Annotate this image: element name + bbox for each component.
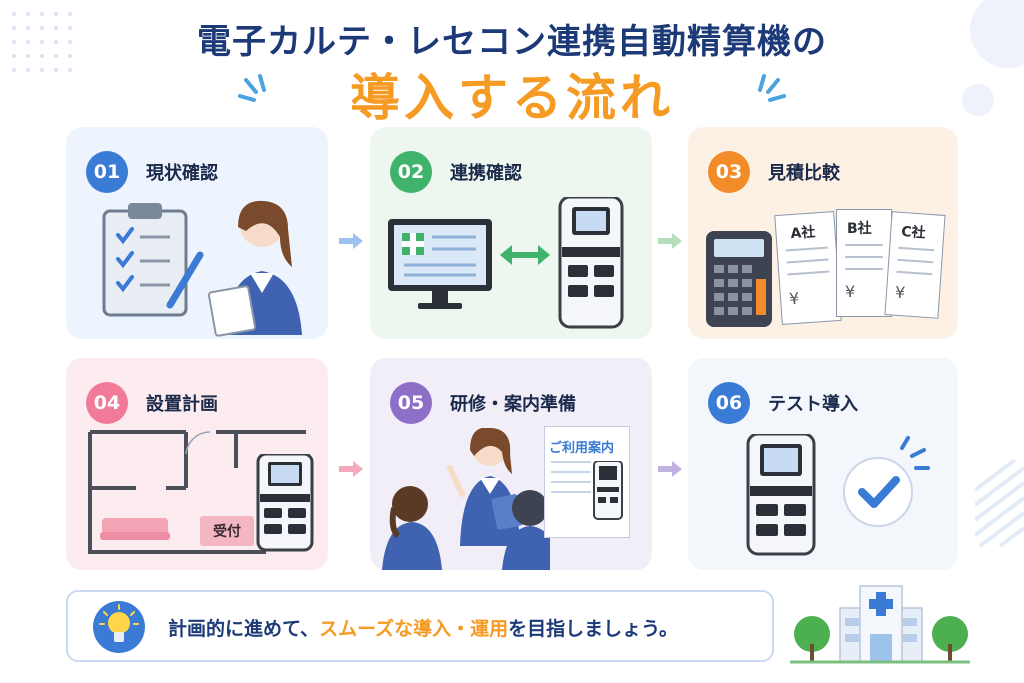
page-subtitle: 導入する流れ <box>350 69 674 127</box>
quote-company-label: B社 <box>847 221 872 237</box>
sparkle-right-icon <box>758 74 786 102</box>
step-title-01: 現状確認 <box>146 163 218 184</box>
step-title-06: テスト導入 <box>768 394 858 415</box>
quote-company-label: C社 <box>900 223 927 242</box>
arrow-right-icon <box>339 461 363 477</box>
hospital-illustration <box>790 585 970 664</box>
yen-mark: ¥ <box>894 282 906 303</box>
bottom-message: 計画的に進めて、スムーズな導入・運用を目指しましょう。 <box>168 614 678 641</box>
step-title-02: 連携確認 <box>450 163 522 184</box>
decorative-stripes <box>975 460 1024 548</box>
step-title-03: 見積比較 <box>768 163 840 184</box>
arrow-right-icon <box>658 233 682 249</box>
bottom-message-bar: 計画的に進めて、スムーズな導入・運用を目指しましょう。 <box>66 590 774 662</box>
step-number-02: 02 <box>390 151 432 193</box>
checkmark-icon <box>843 436 930 527</box>
step-card-03: 03 見積比較 A社 ¥ B社 ¥ C社 ¥ <box>688 127 958 339</box>
monitor-kiosk-sync-illustration <box>388 197 624 329</box>
step-card-04: 04 設置計画 受付 <box>66 358 328 570</box>
step-number-03: 03 <box>708 151 750 193</box>
quote-sheet-a: A社 ¥ <box>774 211 842 325</box>
step-number-01: 01 <box>86 151 128 193</box>
step-card-02: 02 連携確認 <box>370 127 652 339</box>
message-part2: を目指しましょう。 <box>508 618 678 640</box>
page-title: 電子カルテ・レセコン連携自動精算機の <box>197 22 827 62</box>
step-number-06: 06 <box>708 382 750 424</box>
arrow-right-icon <box>658 461 682 477</box>
floor-plan-illustration <box>88 430 306 554</box>
lightbulb-icon <box>93 601 145 653</box>
step-card-01: 01 現状確認 <box>66 127 328 339</box>
step-number-05: 05 <box>390 382 432 424</box>
message-highlight: スムーズな導入・運用 <box>319 618 509 640</box>
training-session-illustration <box>382 428 550 570</box>
decorative-dots <box>12 12 72 72</box>
guide-poster: ご利用案内 <box>544 426 630 538</box>
sparkle-left-icon <box>238 74 266 102</box>
guide-poster-title: ご利用案内 <box>549 441 615 456</box>
step-number-04: 04 <box>86 382 128 424</box>
message-part1: 計画的に進めて、 <box>168 618 320 640</box>
reception-label: 受付 <box>213 524 241 540</box>
step-card-05: 05 研修・案内準備 ご利用案内 <box>370 358 652 570</box>
quote-company-label: A社 <box>790 224 816 243</box>
step-title-04: 設置計画 <box>146 394 218 415</box>
quote-sheet-b: B社 ¥ <box>836 209 892 317</box>
reception-desk: 受付 <box>200 516 254 546</box>
step-title-05: 研修・案内準備 <box>450 394 576 415</box>
yen-mark: ¥ <box>845 282 856 301</box>
yen-mark: ¥ <box>788 288 800 309</box>
clipboard-checklist-illustration <box>102 200 302 337</box>
arrow-right-icon <box>339 233 363 249</box>
step-card-06: 06 テスト導入 <box>688 358 958 570</box>
quote-sheet-c: C社 ¥ <box>884 211 946 319</box>
calculator-icon <box>706 231 772 327</box>
kiosk-icon <box>593 461 623 520</box>
decorative-circles <box>962 0 1024 116</box>
kiosk-illustration <box>746 434 816 556</box>
kiosk-illustration <box>256 454 314 552</box>
